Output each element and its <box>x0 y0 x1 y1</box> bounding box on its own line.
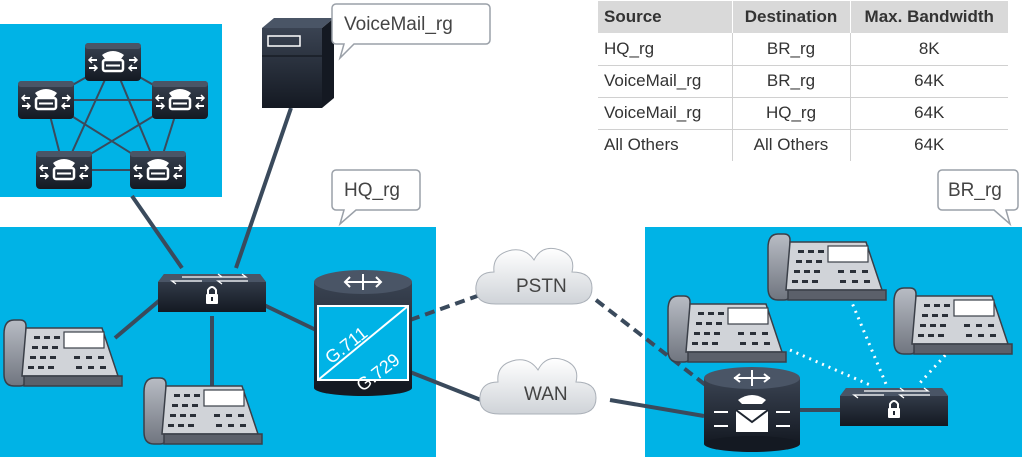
secure-switch-icon <box>157 273 267 313</box>
link-switch-phone-left <box>113 298 162 340</box>
table-cell-source: VoiceMail_rg <box>598 65 733 98</box>
call-manager-icon <box>16 79 76 121</box>
wan-cloud: WAN <box>479 357 597 415</box>
call-manager-icon <box>83 41 143 83</box>
link-wan-branch <box>609 398 705 418</box>
hq-callout: HQ_rg <box>331 169 421 227</box>
table-row: VoiceMail_rg HQ_rg 64K <box>598 97 1008 130</box>
table-cell-bandwidth: 64K <box>850 65 1008 98</box>
table-header-row: Source Destination Max. Bandwidth <box>598 1 1008 33</box>
column-header-destination: Destination <box>732 1 851 33</box>
unity-gateway-icon <box>704 367 800 452</box>
link-router-pstn <box>409 293 481 322</box>
link-cluster-switch <box>130 194 184 270</box>
secure-switch-icon <box>839 387 949 427</box>
table-cell-destination: All Others <box>732 129 851 161</box>
table-cell-source: VoiceMail_rg <box>598 97 733 130</box>
link-switch-router <box>263 303 317 332</box>
wan-label: WAN <box>524 384 568 405</box>
link-branch-phone-left <box>789 348 871 387</box>
call-manager-icon <box>128 149 188 191</box>
link-branch-phone-top <box>848 297 888 385</box>
column-header-source: Source <box>598 1 733 33</box>
pstn-label: PSTN <box>516 276 567 297</box>
pstn-cloud: PSTN <box>475 247 593 305</box>
table-cell-bandwidth: 8K <box>850 33 1008 66</box>
table-cell-bandwidth: 64K <box>914 135 945 155</box>
table-cell-destination: BR_rg <box>732 33 851 66</box>
table-cell-destination: HQ_rg <box>732 97 851 130</box>
ip-phone-icon <box>667 295 787 363</box>
voicemail-server-icon <box>262 18 334 108</box>
link-branch-phone-right <box>916 348 952 387</box>
br-callout: BR_rg <box>937 169 1019 227</box>
ip-phone-icon <box>143 377 263 445</box>
voicemail-callout-label: VoiceMail_rg <box>344 14 453 35</box>
table-cell-source: All Others <box>598 129 733 161</box>
bandwidth-table: Source Destination Max. Bandwidth HQ_rg … <box>598 1 1008 161</box>
ip-phone-icon <box>3 319 123 387</box>
link-pstn-branch <box>594 298 714 392</box>
table-row: HQ_rg BR_rg 8K <box>598 33 1008 66</box>
link-voicemail-switch <box>234 107 293 269</box>
table-cell-destination: BR_rg <box>732 65 851 98</box>
ip-phone-icon <box>893 287 1013 355</box>
ip-phone-icon <box>767 233 887 301</box>
call-manager-icon <box>34 149 94 191</box>
voice-router-icon: G.711 G.729 <box>314 270 412 396</box>
br-callout-label: BR_rg <box>948 180 1002 201</box>
link-router-wan <box>409 370 487 404</box>
voicemail-callout: VoiceMail_rg <box>331 3 491 61</box>
call-manager-icon <box>150 79 210 121</box>
table-cell-bandwidth: 64K <box>850 97 1008 130</box>
table-row: VoiceMail_rg BR_rg 64K <box>598 65 1008 98</box>
column-header-max-bandwidth: Max. Bandwidth <box>850 1 1008 33</box>
table-row: All Others All Others 64K <box>598 129 1008 161</box>
table-cell-source: HQ_rg <box>598 33 733 66</box>
hq-callout-label: HQ_rg <box>344 180 400 201</box>
